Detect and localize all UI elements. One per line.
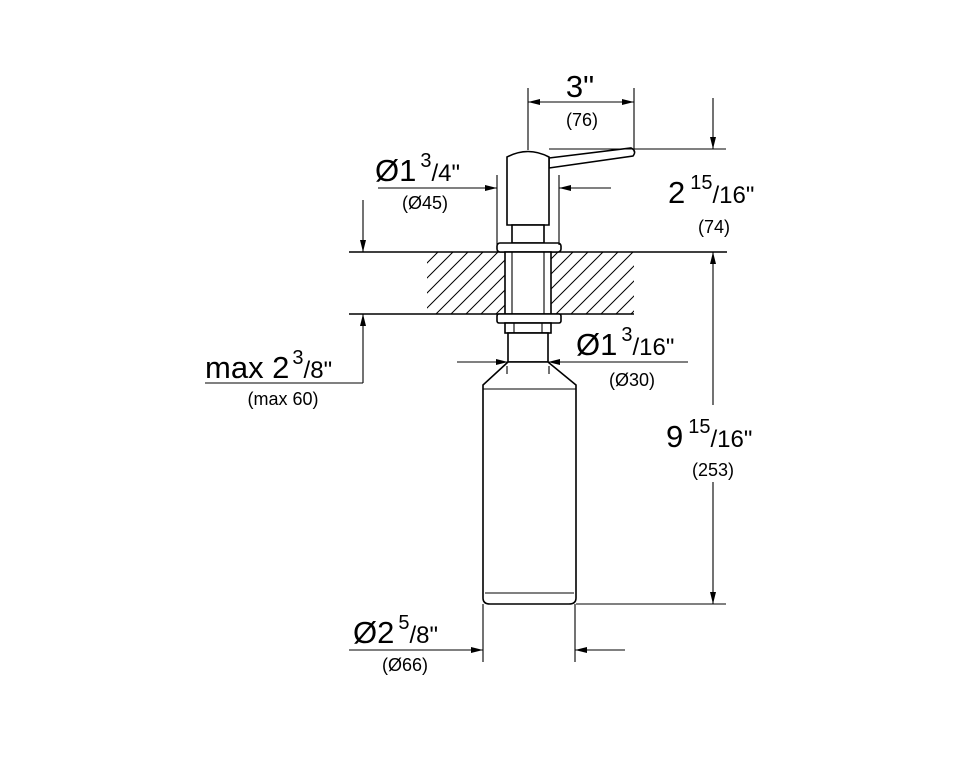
bottle-neck [507,332,549,363]
top-flange [496,242,562,253]
countertop-section [349,251,727,315]
svg-text:(max 60): (max 60) [247,389,318,409]
svg-text:(Ø45): (Ø45) [402,193,448,213]
pump-stem [511,224,545,244]
svg-text:3": 3" [566,69,594,104]
svg-text:215/16": 215/16" [668,172,754,210]
svg-text:max 23/8": max 23/8" [205,347,332,385]
svg-text:915/16": 915/16" [666,416,752,454]
svg-text:(76): (76) [566,110,598,130]
svg-text:Ø13/16": Ø13/16" [576,324,674,362]
svg-text:(Ø66): (Ø66) [382,655,428,675]
mounting-nut [504,322,552,334]
pump-lever [548,147,636,169]
bottom-washer [496,313,562,324]
pump-head [506,150,550,226]
svg-text:Ø13/4": Ø13/4" [375,150,460,188]
svg-text:(Ø30): (Ø30) [609,370,655,390]
dimension-lines [205,88,726,662]
svg-text:Ø25/8": Ø25/8" [353,612,438,650]
bottle-body [482,361,577,605]
lever-length-label: 3" (76) [566,69,598,130]
svg-text:(74): (74) [698,217,730,237]
dispenser-outline [482,147,636,605]
svg-text:(253): (253) [692,460,734,480]
